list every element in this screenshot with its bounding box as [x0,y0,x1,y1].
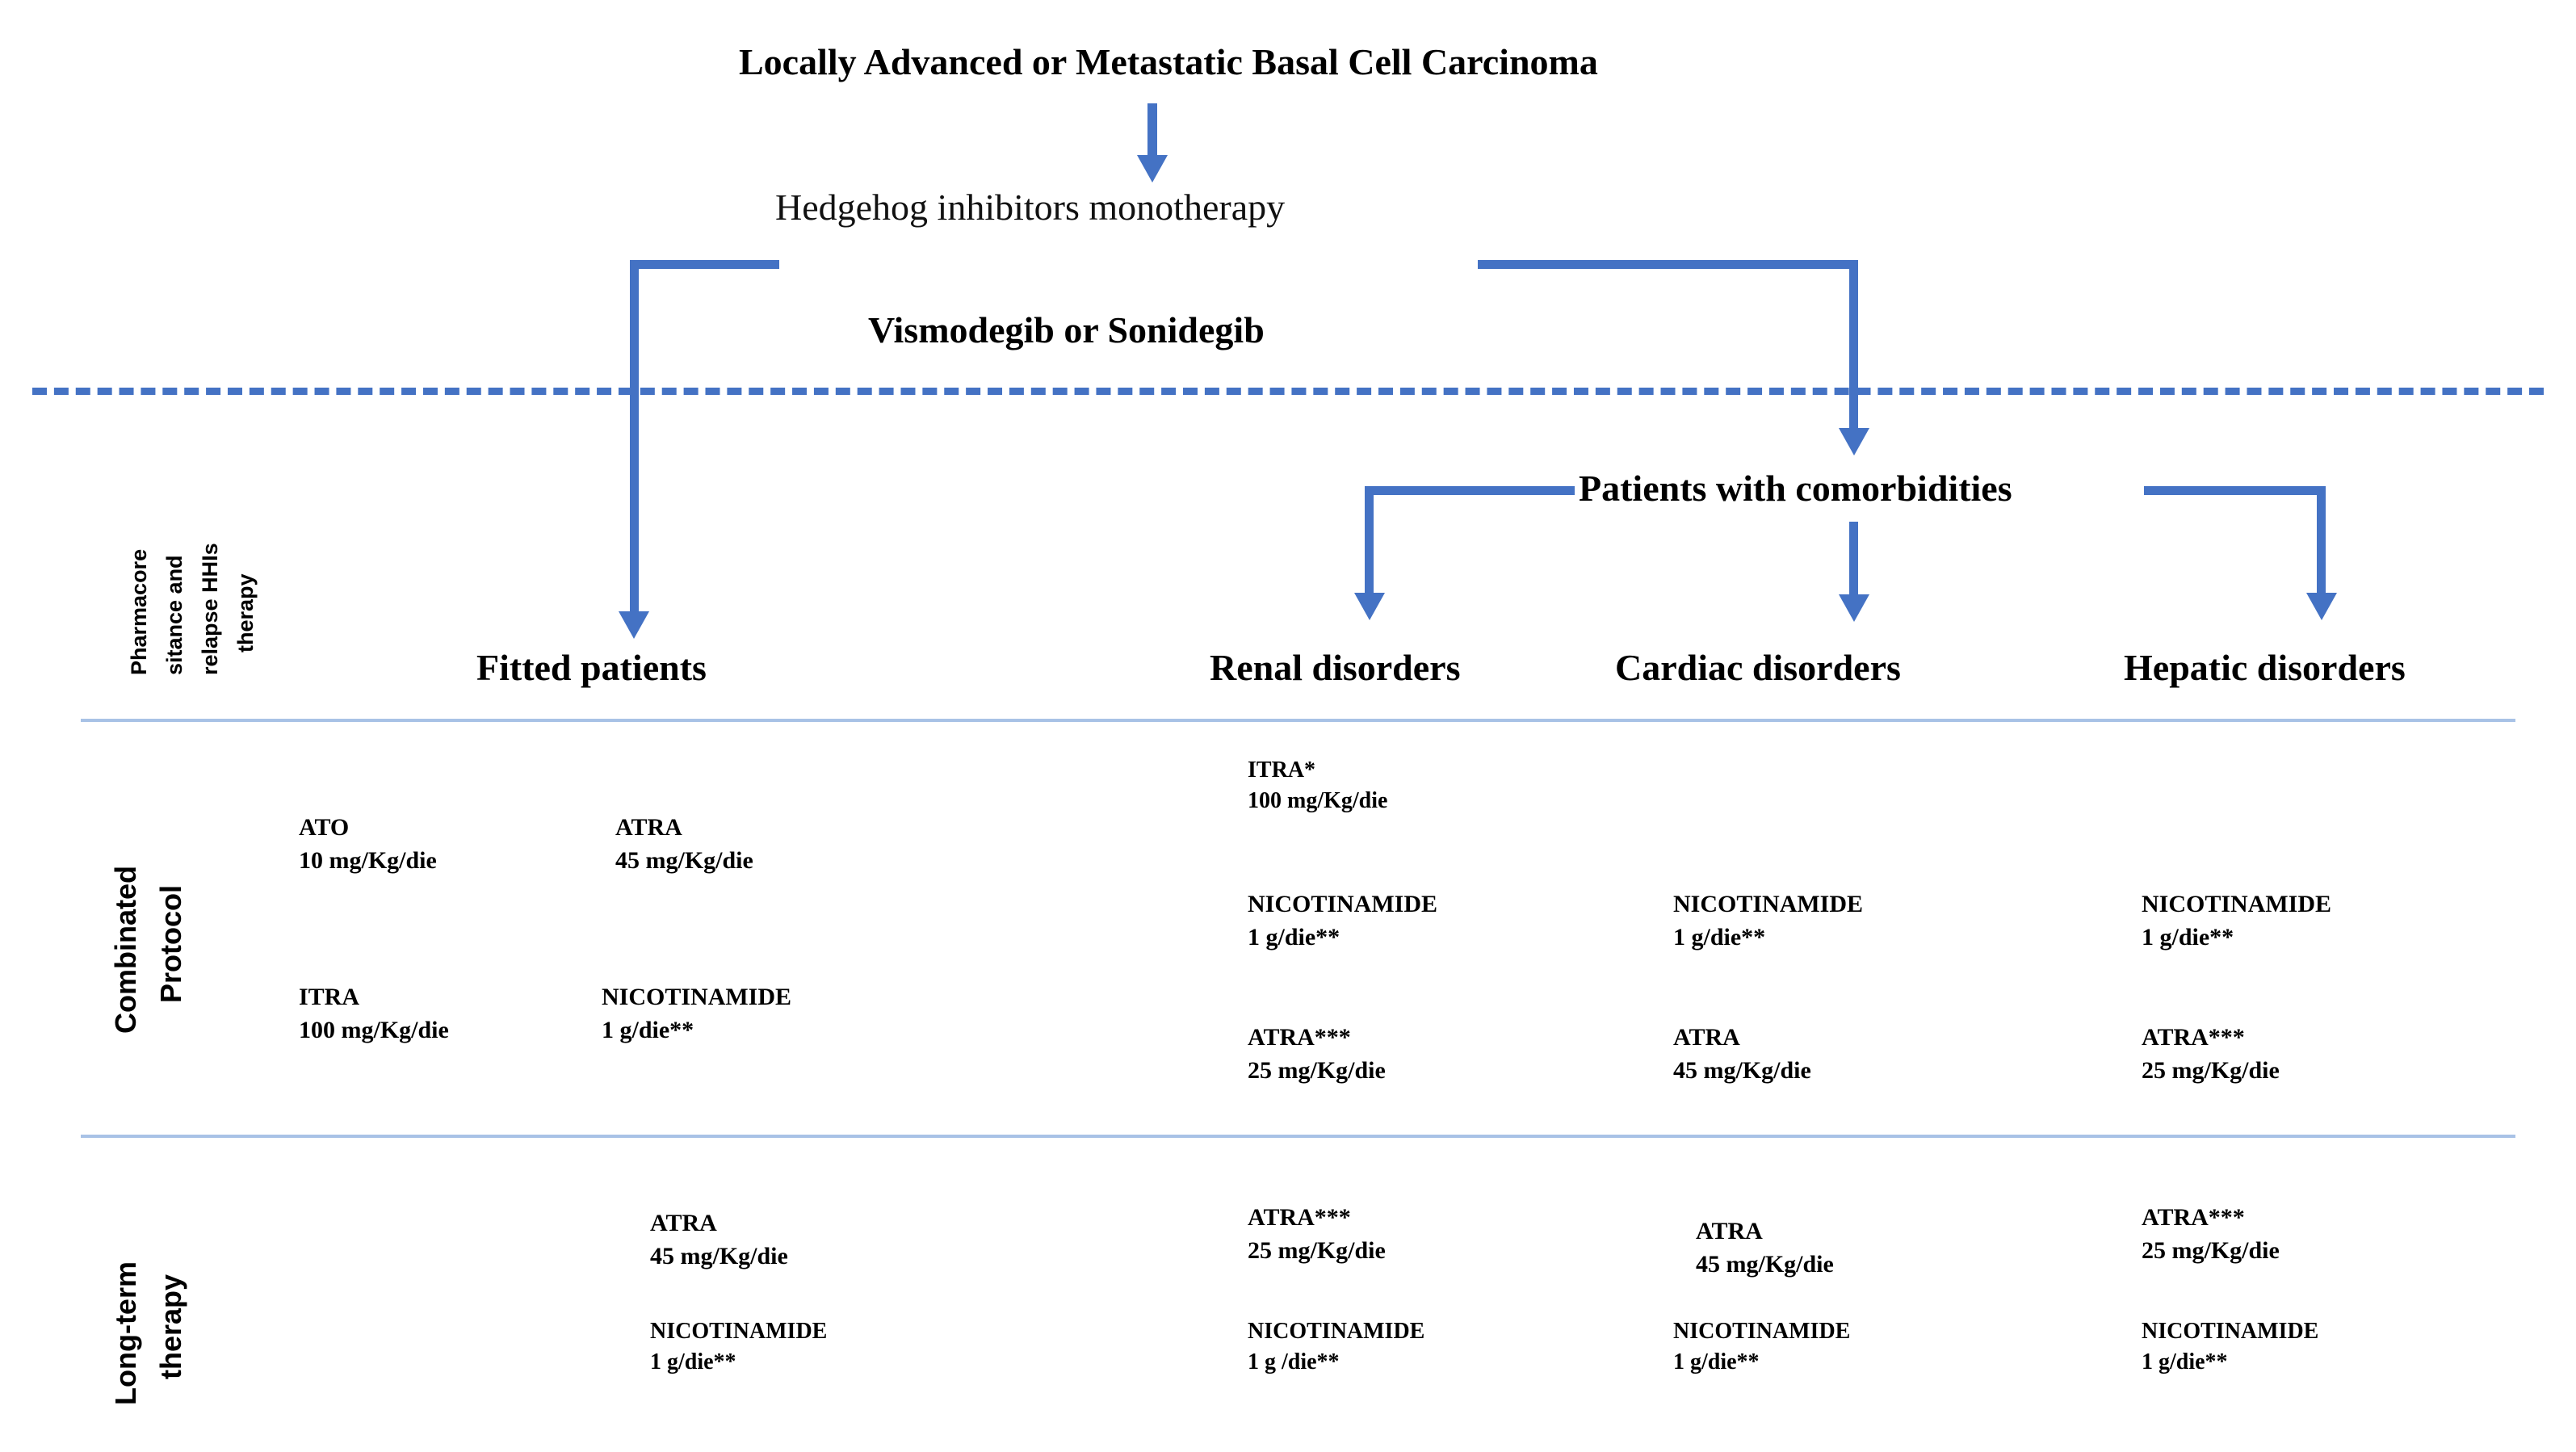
drug-dose: 1 g/die** [602,1016,694,1043]
side-label-line-1: Pharmacore [127,548,151,675]
drug-dose: 1 g/die** [1673,923,1766,951]
column-header-renal: Renal disorders [1210,647,1461,688]
table-separator-top [81,719,2515,722]
drug-name: ITRA* [1248,757,1316,783]
drug-dose: 1 g /die** [1248,1349,1340,1375]
left-branch-arrowhead [619,611,649,639]
drug-dose: 1 g/die** [2142,1349,2228,1375]
pharmacoresistance-divider [32,388,2544,395]
column-header-cardiac: Cardiac disorders [1615,647,1901,688]
drug-dose: 10 mg/Kg/die [299,846,437,874]
drug-name: NICOTINAMIDE [1248,891,1438,917]
comorbidity-center-vertical [1849,522,1858,601]
cell-longterm-cardiac-item-0: ATRA 45 mg/Kg/die [1696,1215,1834,1282]
row-label-combined-line-2: Protocol [154,884,187,1003]
drug-name: ATRA [1696,1218,1763,1244]
drug-name: ATRA*** [1248,1024,1351,1051]
table-separator-middle [81,1135,2515,1138]
cell-combined-cardiac-item-0: NICOTINAMIDE 1 g/die** [1673,888,1863,955]
cell-longterm-fitted-item-0: ATRA 45 mg/Kg/die [650,1207,788,1274]
drug-dose: 100 mg/Kg/die [299,1016,449,1043]
cell-longterm-fitted-item-1: NICOTINAMIDE 1 g/die** [650,1316,827,1378]
cell-longterm-cardiac-item-1: NICOTINAMIDE 1 g/die** [1673,1316,1850,1378]
drug-dose: 45 mg/Kg/die [615,846,753,874]
left-branch-horizontal [630,260,779,269]
right-branch-horizontal [1478,260,1857,269]
side-label-line-4: therapy [233,573,258,653]
drug-dose: 25 mg/Kg/die [2142,1056,2280,1084]
cell-combined-fitted-right-item-1: NICOTINAMIDE 1 g/die** [602,981,791,1047]
row-label-combined-protocol: Combinated Protocol [77,743,198,1098]
cell-longterm-renal-item-0: ATRA*** 25 mg/Kg/die [1248,1202,1386,1268]
drug-name: ATRA*** [1248,1204,1351,1231]
drug-dose: 1 g/die** [1673,1349,1760,1375]
drug-name: NICOTINAMIDE [650,1319,828,1344]
diagram-title: Locally Advanced or Metastatic Basal Cel… [739,41,1598,82]
comorbidity-left-horizontal [1365,486,1575,495]
drug-name: NICOTINAMIDE [1673,891,1864,917]
row-label-long-term-therapy: Long-term therapy [77,1163,198,1452]
cell-combined-hepatic-item-0: NICOTINAMIDE 1 g/die** [2142,888,2331,955]
drug-name: NICOTINAMIDE [2142,891,2332,917]
cell-combined-cardiac-item-1: ATRA 45 mg/Kg/die [1673,1022,1811,1088]
drug-name: NICOTINAMIDE [1673,1319,1851,1344]
drug-name: NICOTINAMIDE [1248,1319,1425,1344]
side-label-line-3: relapse HHIs [198,543,222,675]
cell-combined-renal-item-2: ATRA*** 25 mg/Kg/die [1248,1022,1386,1088]
title-to-monotherapy-arrow-shaft [1147,103,1157,162]
cell-longterm-hepatic-item-1: NICOTINAMIDE 1 g/die** [2142,1316,2318,1378]
right-branch-arrowhead [1839,428,1869,455]
row-label-longterm-line-2: therapy [154,1274,187,1379]
cell-longterm-hepatic-item-0: ATRA*** 25 mg/Kg/die [2142,1202,2280,1268]
cell-longterm-renal-item-1: NICOTINAMIDE 1 g /die** [1248,1316,1424,1378]
drug-name: ATRA [650,1210,717,1236]
comorbidities-label: Patients with comorbidities [1579,468,2012,509]
drug-name: ATRA [615,814,682,841]
side-label-line-2: sitance and [162,555,187,675]
drug-dose: 25 mg/Kg/die [1248,1056,1386,1084]
drug-dose: 1 g/die** [650,1349,736,1375]
comorbidity-right-vertical [2317,486,2326,599]
side-label-block: Pharmacore sitance and relapse HHIs ther… [48,420,258,686]
column-header-hepatic: Hepatic disorders [2124,647,2406,688]
comorbidity-left-arrowhead [1354,593,1385,620]
comorbidity-center-arrowhead [1839,594,1869,622]
cell-combined-renal-item-1: NICOTINAMIDE 1 g/die** [1248,888,1437,955]
cell-combined-fitted-left-item-1: ITRA 100 mg/Kg/die [299,981,449,1047]
left-branch-vertical [630,260,639,619]
comorbidity-right-horizontal [2144,486,2326,495]
cell-combined-hepatic-item-1: ATRA*** 25 mg/Kg/die [2142,1022,2280,1088]
monotherapy-label: Hedgehog inhibitors monotherapy [775,187,1286,228]
drug-name: ATRA*** [2142,1024,2245,1051]
drug-name: NICOTINAMIDE [602,984,792,1010]
cell-combined-fitted-right-item-0: ATRA 45 mg/Kg/die [615,812,753,878]
drug-dose: 25 mg/Kg/die [1248,1236,1386,1264]
comorbidity-left-vertical [1365,486,1374,599]
row-label-longterm-line-1: Long-term [109,1261,142,1405]
drug-dose: 45 mg/Kg/die [650,1242,788,1269]
hhi-drugs-label: Vismodegib or Sonidegib [868,309,1265,350]
drug-dose: 100 mg/Kg/die [1248,788,1388,814]
cell-combined-fitted-left-item-0: ATO 10 mg/Kg/die [299,812,437,878]
drug-dose: 45 mg/Kg/die [1696,1250,1834,1278]
drug-dose: 25 mg/Kg/die [2142,1236,2280,1264]
drug-name: ATO [299,814,350,841]
drug-name: ATRA*** [2142,1204,2245,1231]
row-label-combined-line-1: Combinated [109,865,142,1034]
drug-name: ITRA [299,984,360,1010]
column-header-fitted: Fitted patients [476,647,707,688]
drug-name: NICOTINAMIDE [2142,1319,2319,1344]
drug-dose: 1 g/die** [2142,923,2234,951]
cell-combined-renal-item-0: ITRA* 100 mg/Kg/die [1248,755,1387,816]
comorbidity-right-arrowhead [2306,593,2337,620]
drug-name: ATRA [1673,1024,1740,1051]
right-branch-vertical [1849,260,1858,436]
drug-dose: 1 g/die** [1248,923,1340,951]
title-to-monotherapy-arrowhead [1137,155,1168,183]
drug-dose: 45 mg/Kg/die [1673,1056,1811,1084]
